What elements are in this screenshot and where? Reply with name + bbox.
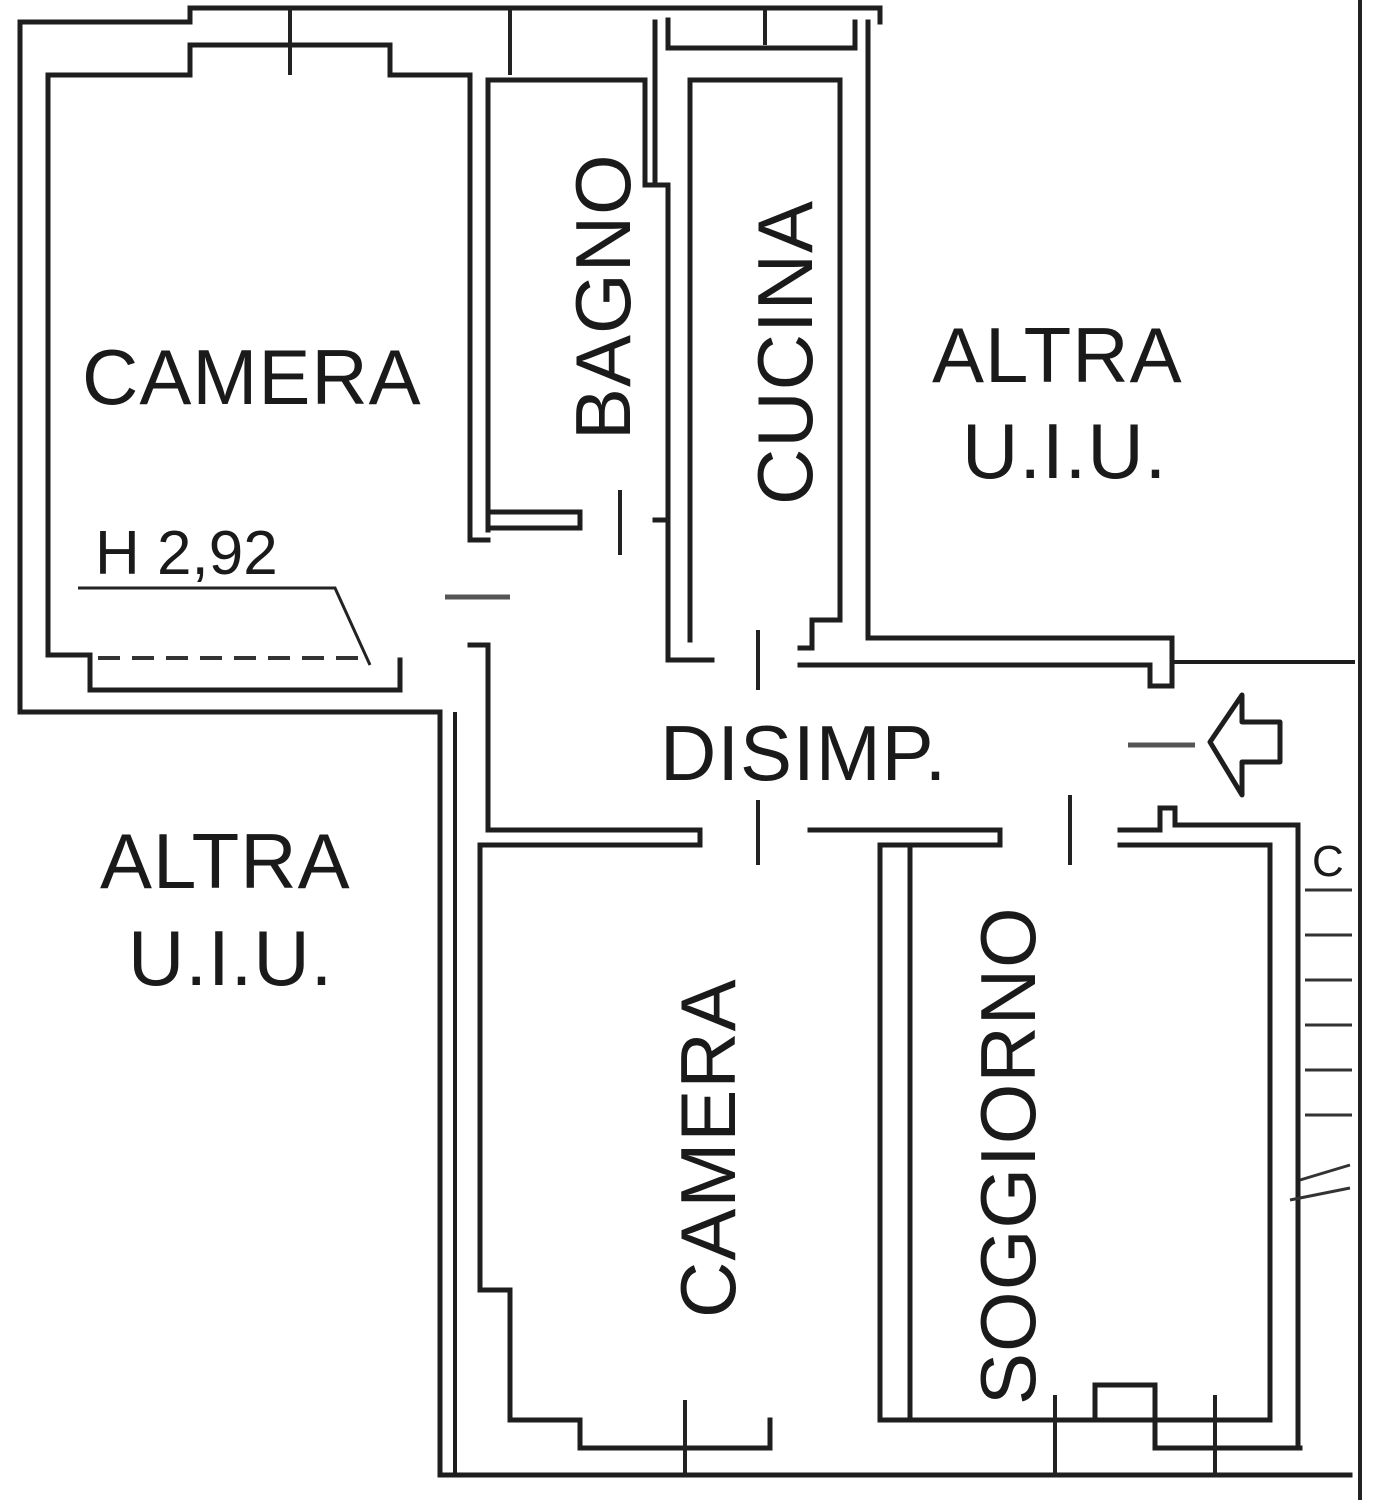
entrance-arrow-icon	[1207, 692, 1283, 798]
room-label-soggiorno: SOGGIORNO	[964, 906, 1052, 1405]
height-leader-line	[78, 586, 372, 666]
height-note: H 2,92	[95, 519, 278, 588]
room-label-altra-left-line1: ALTRA	[100, 817, 351, 905]
room-label-altra-right-line2: U.I.U.	[962, 407, 1167, 495]
walls	[17, 5, 1355, 1478]
room-label-bagno: BAGNO	[559, 153, 647, 440]
edge-letter: C	[1312, 837, 1344, 886]
stair-hatch	[1289, 888, 1352, 1202]
room-label-altra-left-line2: U.I.U.	[128, 914, 333, 1002]
room-label-camera-bottom: CAMERA	[664, 978, 752, 1318]
room-label-altra-right-line1: ALTRA	[932, 311, 1183, 399]
room-label-disimpegno: DISIMP.	[660, 709, 947, 797]
room-label-camera-top: CAMERA	[82, 333, 422, 421]
door-marks	[445, 594, 1195, 865]
room-label-cucina: CUCINA	[741, 200, 829, 505]
